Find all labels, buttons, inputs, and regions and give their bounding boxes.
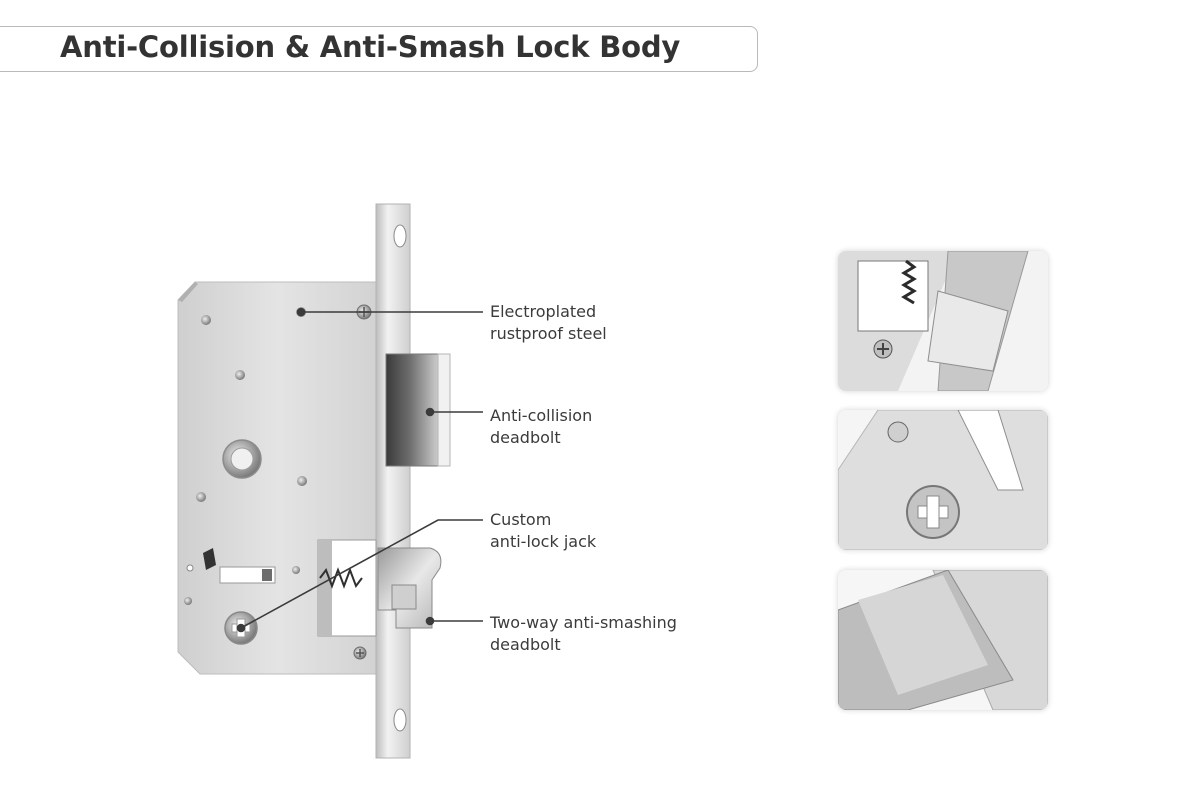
callout-line: anti-lock jack xyxy=(490,532,597,551)
case-edge-shadow xyxy=(178,282,198,302)
lever xyxy=(203,548,216,570)
rivet xyxy=(201,315,211,325)
page-title: Anti-Collision & Anti-Smash Lock Body xyxy=(60,30,681,64)
faceplate-top-hole xyxy=(393,224,407,248)
callout-line: Two-way anti-smashing xyxy=(490,613,677,632)
rivet xyxy=(235,370,245,380)
leader-lines xyxy=(236,307,483,633)
callout-line: Anti-collision xyxy=(490,406,593,425)
callout-line: Custom xyxy=(490,510,552,529)
rivet xyxy=(196,492,206,502)
title-frame xyxy=(0,26,758,72)
detail-thumbnail-bolt xyxy=(838,570,1048,710)
deadbolt xyxy=(385,353,447,467)
detail-thumbnail-latch xyxy=(838,251,1048,391)
callout-anti-lock-jack: Custom anti-lock jack xyxy=(490,509,596,553)
rivet xyxy=(297,476,307,486)
faceplate-bottom-hole xyxy=(393,708,407,732)
faceplate xyxy=(375,203,411,759)
callout-line: deadbolt xyxy=(490,635,561,654)
slot xyxy=(219,566,276,584)
latch-spring xyxy=(319,567,363,589)
callout-anti-smashing-deadbolt: Two-way anti-smashing deadbolt xyxy=(490,612,677,656)
rivet xyxy=(292,566,300,574)
callout-line: rustproof steel xyxy=(490,324,607,343)
rivet xyxy=(186,564,194,572)
rivet xyxy=(184,597,192,605)
callout-anti-collision-deadbolt: Anti-collision deadbolt xyxy=(490,405,592,449)
detail-thumbnail-cylinder xyxy=(838,410,1048,550)
callout-line: deadbolt xyxy=(490,428,561,447)
callout-line: Electroplated xyxy=(490,302,597,321)
callout-electroplated-steel: Electroplated rustproof steel xyxy=(490,301,607,345)
